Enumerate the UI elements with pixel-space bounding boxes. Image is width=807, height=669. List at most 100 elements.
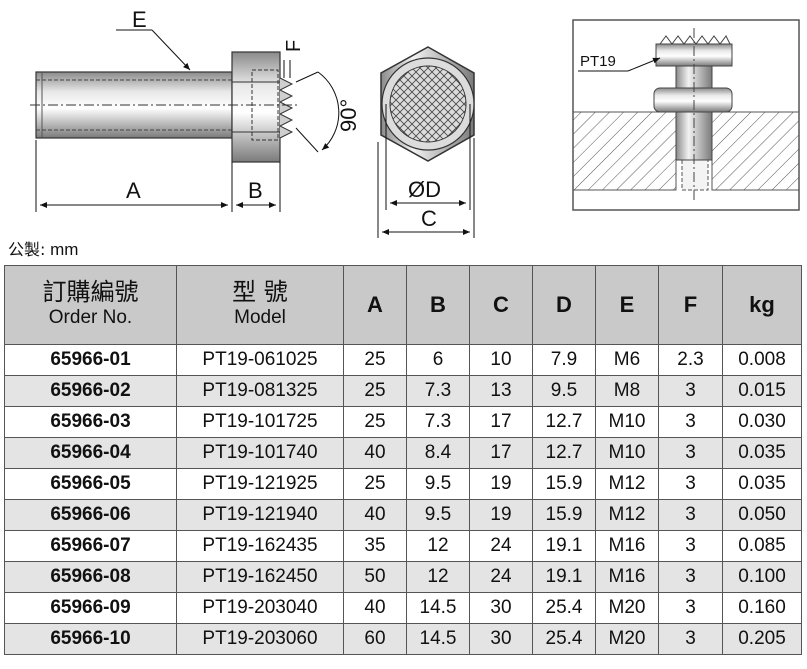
- cell-c: 17: [469, 437, 533, 469]
- cell-c: 19: [469, 499, 533, 531]
- cell-order: 65966-03: [4, 406, 177, 438]
- unit-prefix: 公製:: [8, 240, 46, 259]
- cell-e: M10: [595, 437, 659, 469]
- end-view: ØD C: [377, 46, 475, 238]
- hex-head: [231, 51, 281, 163]
- assembly-label: PT19: [580, 53, 616, 70]
- cell-f: 3: [658, 375, 723, 407]
- cell-f: 3: [658, 499, 723, 531]
- cell-d: 12.7: [532, 406, 596, 438]
- cell-c: 30: [469, 623, 533, 655]
- cell-a: 25: [343, 344, 407, 376]
- cell-a: 35: [343, 530, 407, 562]
- cell-b: 12: [406, 561, 470, 593]
- cell-e: M8: [595, 375, 659, 407]
- cell-order: 65966-04: [4, 437, 177, 469]
- cell-b: 9.5: [406, 499, 470, 531]
- cell-kg: 0.050: [722, 499, 802, 531]
- cell-d: 7.9: [532, 344, 596, 376]
- table-row: 65966-05 PT19-121925 25 9.5 19 15.9 M12 …: [4, 468, 802, 500]
- cell-kg: 0.085: [722, 530, 802, 562]
- cell-order: 65966-06: [4, 499, 177, 531]
- cell-c: 19: [469, 468, 533, 500]
- cell-d: 15.9: [532, 499, 596, 531]
- cell-e: M12: [595, 468, 659, 500]
- cell-e: M16: [595, 530, 659, 562]
- cell-model: PT19-101740: [176, 437, 344, 469]
- cell-c: 24: [469, 561, 533, 593]
- cell-f: 3: [658, 592, 723, 624]
- header-order: 訂購編號 Order No.: [4, 265, 177, 345]
- cell-model: PT19-121925: [176, 468, 344, 500]
- cell-c: 17: [469, 406, 533, 438]
- cell-f: 3: [658, 623, 723, 655]
- table-header: 訂購編號 Order No. 型 號 Model A B C D E F kg: [4, 265, 802, 345]
- cell-order: 65966-02: [4, 375, 177, 407]
- label-f: F: [283, 40, 305, 52]
- table-row: 65966-01 PT19-061025 25 6 10 7.9 M6 2.3 …: [4, 344, 802, 376]
- label-e: E: [132, 7, 147, 32]
- cell-order: 65966-10: [4, 623, 177, 655]
- table-row: 65966-10 PT19-203060 60 14.5 30 25.4 M20…: [4, 623, 802, 655]
- cell-kg: 0.008: [722, 344, 802, 376]
- cell-b: 14.5: [406, 592, 470, 624]
- cell-b: 8.4: [406, 437, 470, 469]
- cell-b: 7.3: [406, 375, 470, 407]
- cell-c: 10: [469, 344, 533, 376]
- label-a: A: [126, 178, 141, 203]
- cell-c: 24: [469, 530, 533, 562]
- header-a: A: [343, 265, 407, 345]
- cell-d: 15.9: [532, 468, 596, 500]
- cell-kg: 0.015: [722, 375, 802, 407]
- cell-model: PT19-081325: [176, 375, 344, 407]
- cell-e: M12: [595, 499, 659, 531]
- cell-b: 12: [406, 530, 470, 562]
- table-row: 65966-08 PT19-162450 50 12 24 19.1 M16 3…: [4, 561, 802, 593]
- cell-b: 9.5: [406, 468, 470, 500]
- assembly-view: PT19: [572, 19, 800, 211]
- cell-d: 25.4: [532, 623, 596, 655]
- cell-a: 40: [343, 437, 407, 469]
- knurled-face: [389, 65, 467, 143]
- cell-d: 19.1: [532, 530, 596, 562]
- cell-f: 3: [658, 468, 723, 500]
- cell-order: 65966-07: [4, 530, 177, 562]
- label-d: ØD: [408, 177, 441, 202]
- header-model: 型 號 Model: [176, 265, 344, 345]
- cell-c: 13: [469, 375, 533, 407]
- cell-a: 50: [343, 561, 407, 593]
- unit-value: mm: [50, 240, 79, 259]
- cell-kg: 0.035: [722, 468, 802, 500]
- cell-kg: 0.205: [722, 623, 802, 655]
- cell-e: M6: [595, 344, 659, 376]
- cell-d: 25.4: [532, 592, 596, 624]
- label-c: C: [421, 206, 437, 231]
- header-c: C: [469, 265, 533, 345]
- table-row: 65966-03 PT19-101725 25 7.3 17 12.7 M10 …: [4, 406, 802, 438]
- cell-e: M10: [595, 406, 659, 438]
- cell-model: PT19-121940: [176, 499, 344, 531]
- cell-order: 65966-09: [4, 592, 177, 624]
- cell-d: 12.7: [532, 437, 596, 469]
- table-row: 65966-09 PT19-203040 40 14.5 30 25.4 M20…: [4, 592, 802, 624]
- cell-d: 19.1: [532, 561, 596, 593]
- cell-model: PT19-203060: [176, 623, 344, 655]
- cell-e: M16: [595, 561, 659, 593]
- assembly-nut: [653, 87, 733, 113]
- cell-model: PT19-162450: [176, 561, 344, 593]
- cell-c: 30: [469, 592, 533, 624]
- header-kg: kg: [722, 265, 802, 345]
- cell-model: PT19-061025: [176, 344, 344, 376]
- cell-d: 9.5: [532, 375, 596, 407]
- cell-a: 25: [343, 406, 407, 438]
- cell-b: 14.5: [406, 623, 470, 655]
- cell-e: M20: [595, 592, 659, 624]
- cell-model: PT19-203040: [176, 592, 344, 624]
- cell-kg: 0.160: [722, 592, 802, 624]
- cell-a: 60: [343, 623, 407, 655]
- cell-f: 3: [658, 561, 723, 593]
- table-row: 65966-04 PT19-101740 40 8.4 17 12.7 M10 …: [4, 437, 802, 469]
- cell-f: 3: [658, 437, 723, 469]
- cell-e: M20: [595, 623, 659, 655]
- hatched-plate: [572, 111, 677, 191]
